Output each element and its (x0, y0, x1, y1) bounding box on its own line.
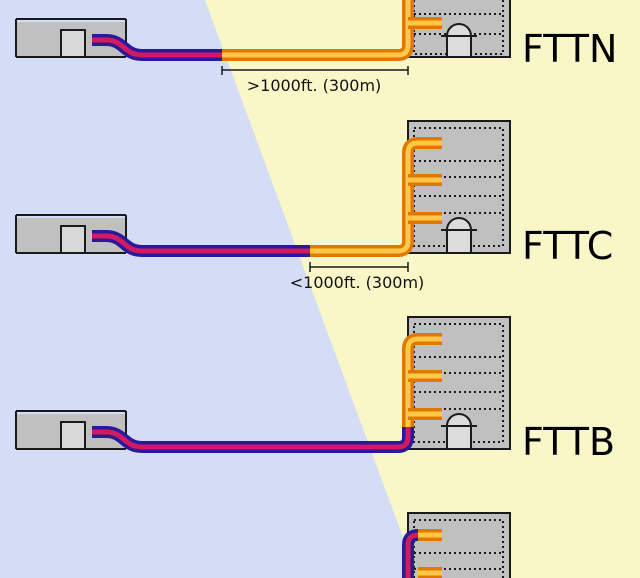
house (15, 18, 127, 58)
fiber-line (418, 529, 442, 578)
cabinet-node (446, 23, 472, 58)
row-label: FTTN (522, 27, 617, 71)
fiber-line (310, 137, 442, 257)
fiber-line (402, 333, 442, 427)
row-ftth (402, 512, 511, 578)
copper-line (402, 529, 419, 578)
copper-line (92, 230, 310, 257)
house-door (60, 421, 86, 450)
house-door (60, 29, 86, 58)
copper-line (92, 34, 222, 61)
copper-line (92, 426, 414, 453)
house-door (60, 225, 86, 254)
distance-marker (309, 262, 409, 272)
distance-label: <1000ft. (300m) (290, 273, 425, 292)
row-fttc: <1000ft. (300m) FTTC (15, 120, 613, 292)
row-fttb: FTTB (15, 316, 615, 464)
cabinet-node (446, 217, 472, 254)
row-label: FTTC (522, 224, 613, 268)
distance-label: >1000ft. (300m) (247, 76, 382, 95)
row-fttn: >1000ft. (300m) FTTN (15, 0, 617, 95)
row-label: FTTB (522, 420, 615, 464)
house (15, 410, 127, 450)
distance-marker (221, 66, 409, 75)
cabinet-node (446, 413, 472, 450)
fiber-line (222, 0, 442, 61)
